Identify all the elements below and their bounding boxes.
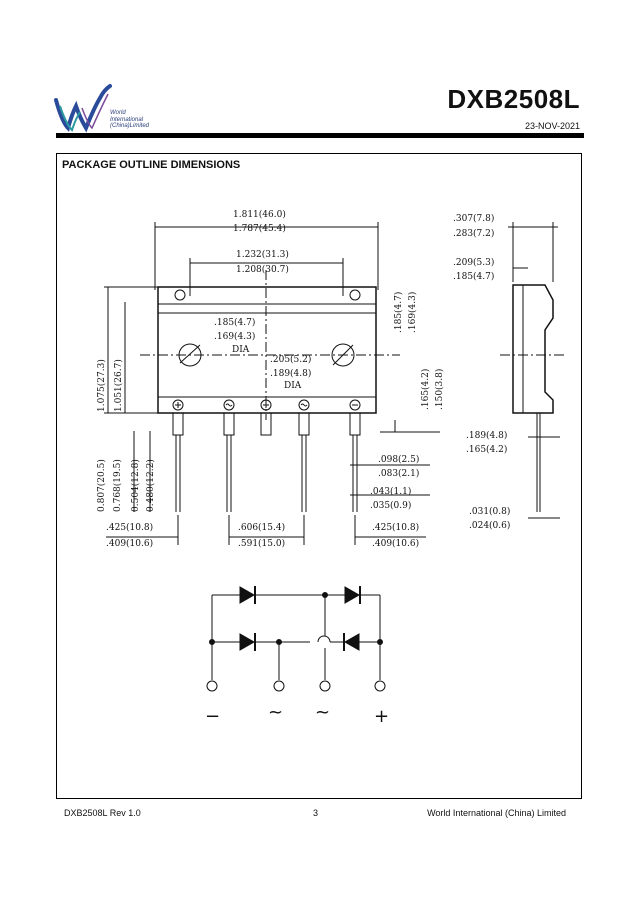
dim-side-thick-min: .024(0.6): [469, 520, 510, 531]
dim-thickness-max: .307(7.8): [453, 213, 494, 224]
logo-text: World International (China)Limited: [110, 110, 149, 130]
dim-body-height-min: 1.051(26.7): [113, 359, 124, 412]
dim-body-height-max: 1.075(27.3): [96, 359, 107, 412]
content-frame: [56, 153, 582, 799]
dim-lead-t-max: .043(1.1): [370, 486, 411, 497]
footer-revision: DXB2508L Rev 1.0: [64, 808, 141, 818]
section-title: PACKAGE OUTLINE DIMENSIONS: [62, 159, 241, 171]
terminal-label-minus: −: [205, 706, 220, 727]
dim-small-dia-max: .205(5.2): [270, 354, 311, 365]
dim-small-dia-min: .189(4.8): [270, 368, 311, 379]
terminal-label-plus: +: [374, 706, 389, 727]
dim-lead-len-min: 0.768(19.5): [112, 459, 123, 512]
company-logo: [52, 78, 172, 134]
dim-end-pitch-left-min: .409(10.6): [106, 538, 153, 549]
dim-tab-height-min: .150(3.8): [434, 369, 445, 410]
dim-mid-pitch-min: .591(15.0): [238, 538, 285, 549]
part-number: DXB2508L: [447, 84, 580, 114]
dim-lead-len2-min: 0.480(12.2): [145, 459, 156, 512]
wave-logo-icon: [54, 84, 112, 133]
dim-dia-label-2: DIA: [284, 381, 302, 391]
logo-line-2: International: [110, 116, 144, 123]
dim-end-pitch-right-max: .425(10.8): [372, 522, 419, 533]
terminal-label-ac2: ~: [315, 702, 330, 723]
dim-dia-label-1: DIA: [232, 345, 250, 355]
dim-hole-top-min: .169(4.3): [407, 292, 418, 333]
dim-hole-spacing-min: 1.208(30.7): [236, 264, 289, 275]
dim-mid-pitch-max: .606(15.4): [238, 522, 285, 533]
dim-end-pitch-right-min: .409(10.6): [372, 538, 419, 549]
revision-date: 23-NOV-2021: [524, 121, 580, 131]
dim-lead-len-max: 0.807(20.5): [96, 459, 107, 512]
dim-tab-height-max: .165(4.2): [420, 369, 431, 410]
dim-hole-spacing-max: 1.232(31.3): [236, 249, 289, 260]
footer-company: World International (China) Limited: [427, 808, 566, 818]
dim-side-thick-max: .031(0.8): [469, 506, 510, 517]
dim-lead-len2-max: 0.504(12.8): [130, 459, 141, 512]
dim-side-lead-min: .165(4.2): [466, 444, 507, 455]
dim-lead-w-min: .083(2.1): [378, 468, 419, 479]
dim-step-min: .185(4.7): [453, 271, 494, 282]
dim-step-max: .209(5.3): [453, 257, 494, 268]
dim-end-pitch-left-max: .425(10.8): [106, 522, 153, 533]
dim-hole-top-max: .185(4.7): [393, 292, 404, 333]
dim-side-lead-max: .189(4.8): [466, 430, 507, 441]
dim-lead-t-min: .035(0.9): [370, 500, 411, 511]
dim-total-width-min: 1.787(45.4): [233, 223, 286, 234]
dim-hole-dia-min: .169(4.3): [214, 331, 255, 342]
logo-line-3: (China)Limited: [110, 123, 150, 129]
logo-line-1: World: [110, 110, 126, 116]
dim-hole-dia-max: .185(4.7): [214, 317, 255, 328]
terminal-label-ac1: ~: [268, 702, 283, 723]
header-rule: [56, 133, 584, 138]
dim-total-width-max: 1.811(46.0): [233, 209, 286, 220]
dim-lead-w-max: .098(2.5): [378, 454, 419, 465]
footer-page-number: 3: [313, 808, 319, 818]
dim-thickness-min: .283(7.2): [453, 228, 494, 239]
